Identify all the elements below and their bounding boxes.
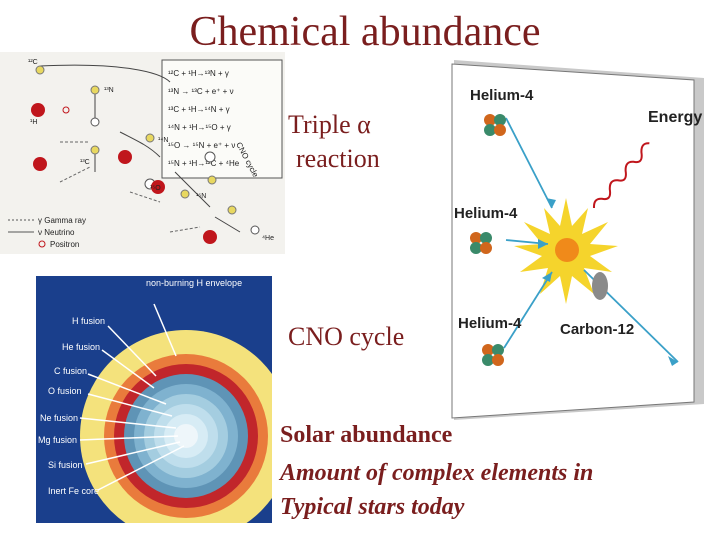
energy-wave-icon: [592, 142, 650, 209]
helium-nucleus-icon: [482, 344, 504, 366]
proton-icon: [33, 157, 47, 171]
triple-alpha-diagram: Helium-4 Helium-4 Helium-4 Energy Carbon…: [451, 60, 704, 420]
fusion-core-icon: [555, 238, 579, 262]
nucleus-icon: [250, 225, 260, 235]
cycle-arrow: [39, 64, 171, 83]
equation-1: ¹²C + ¹H→¹³N + γ: [168, 69, 229, 78]
cno-cycle-diagram: ¹²C + ¹H→¹³N + γ ¹³N → ¹³C + e⁺ + ν ¹³C …: [0, 52, 285, 254]
legend-neutrino: ν Neutrino: [38, 228, 75, 237]
nuclide-label: ⁴He: [262, 235, 274, 242]
nuclide-label: ¹³C: [80, 159, 90, 166]
legend-positron-icon: [38, 240, 46, 248]
nucleus-icon: [207, 175, 217, 185]
equation-5: ¹⁵O → ¹⁵N + e⁺ + ν: [168, 141, 235, 150]
label-helium-2: Helium-4: [454, 205, 518, 222]
caption-triple-line2: reaction: [296, 144, 380, 173]
label-he-fusion: He fusion: [62, 342, 100, 352]
nucleus-icon: [227, 205, 237, 215]
helium-nucleus-icon: [470, 232, 492, 254]
proton-icon: [118, 150, 132, 164]
label-si-fusion: Si fusion: [48, 460, 83, 470]
nucleus-icon: [180, 189, 190, 199]
positron-icon: [62, 106, 70, 114]
caption-triple-alpha: Triple α reaction: [288, 108, 380, 176]
label-o-fusion: O fusion: [48, 386, 82, 396]
nuclide-label: ¹³N: [104, 87, 114, 94]
equation-4: ¹⁴N + ¹H→¹⁵O + γ: [168, 123, 231, 132]
helium-nucleus-icon: [484, 114, 506, 136]
equation-6: ¹⁵N + ¹H→¹²C + ⁴He: [168, 159, 240, 168]
label-energy: Energy: [648, 109, 702, 126]
label-carbon-12: Carbon-12: [560, 321, 634, 338]
caption-solar-abundance: Solar abundance: [280, 422, 453, 448]
nuclide-label: ¹²C: [28, 59, 38, 66]
pointer-lines: [79, 303, 185, 491]
label-c-fusion: C fusion: [54, 366, 87, 376]
caption-amount-line1: Amount of complex elements in: [280, 460, 594, 486]
gamma-arrow: [59, 141, 201, 233]
cycle-arrow: [94, 92, 241, 233]
nuclide-label: ¹⁵O: [150, 185, 161, 192]
nuclide-label: ¹⁴N: [158, 137, 168, 144]
star-layers-diagram: non-burning H envelope H fusion He fusio…: [36, 276, 272, 523]
proton-icon: [31, 103, 45, 117]
caption-amount-line2: Typical stars today: [280, 494, 465, 520]
nucleus-icon: [90, 117, 100, 127]
proton-icon: [203, 230, 217, 244]
label-h-fusion: H fusion: [72, 316, 105, 326]
caption-cno-cycle: CNO cycle: [288, 322, 405, 351]
nuclide-label: ¹H: [30, 119, 37, 126]
nucleus-icon: [90, 85, 100, 95]
arrow-head: [538, 239, 548, 249]
label-fe-core: Inert Fe core: [48, 486, 99, 496]
legend-gamma: γ Gamma ray: [38, 216, 86, 225]
equation-box: [161, 59, 283, 179]
caption-triple-line1: Triple α: [288, 110, 371, 139]
label-ne-fusion: Ne fusion: [40, 413, 78, 423]
gamma-ray-icon: [592, 272, 608, 300]
arrow-head: [668, 356, 678, 366]
arrow-head: [546, 198, 556, 208]
legend-positron: Positron: [50, 240, 79, 249]
label-envelope: non-burning H envelope: [146, 278, 242, 288]
nucleus-icon: [204, 151, 216, 163]
nucleus-icon: [90, 145, 100, 155]
equation-3: ¹³C + ¹H→¹⁴N + γ: [168, 105, 230, 114]
nucleus-icon: [35, 65, 45, 75]
nucleus-icon: [145, 133, 155, 143]
equation-2: ¹³N → ¹³C + e⁺ + ν: [168, 87, 234, 96]
label-helium-1: Helium-4: [470, 87, 534, 104]
label-mg-fusion: Mg fusion: [38, 435, 77, 445]
nuclide-label: ¹⁵N: [196, 193, 206, 200]
label-helium-3: Helium-4: [458, 315, 522, 332]
caption-amount: Amount of complex elements in Typical st…: [280, 456, 593, 524]
proton-icon: [151, 180, 165, 194]
page-title: Chemical abundance: [189, 9, 541, 55]
arrow-head: [542, 272, 552, 282]
